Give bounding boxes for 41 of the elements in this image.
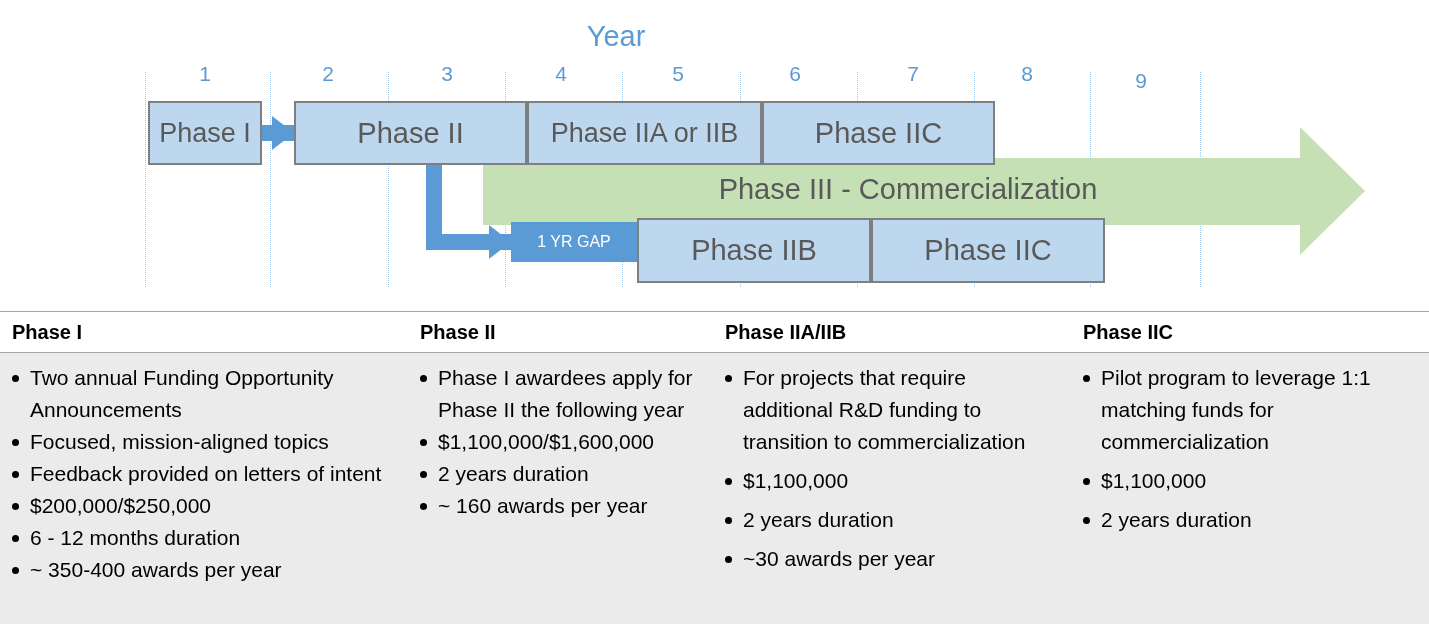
bullet-item: $200,000/$250,000	[10, 490, 382, 522]
bullet-item: Phase I awardees apply for Phase II the following year	[418, 362, 698, 426]
year-number: 8	[1021, 62, 1033, 86]
year-number: 9	[1135, 69, 1147, 93]
bullet-item: $1,100,000	[1081, 465, 1421, 497]
bullet-item: ~ 160 awards per year	[418, 490, 698, 522]
year-number: 5	[672, 62, 684, 86]
year-number: 3	[441, 62, 453, 86]
bullet-item: Two annual Funding Opportunity Announcements	[10, 362, 382, 426]
column-heading: Phase IIA/IIB	[725, 321, 847, 344]
bullet-item: ~30 awards per year	[723, 543, 1043, 575]
year-number: 7	[907, 62, 919, 86]
bullet-item: ~ 350-400 awards per year	[10, 554, 382, 586]
gap-box: 1 YR GAP	[511, 222, 637, 262]
bullet-item: Focused, mission-aligned topics	[10, 426, 382, 458]
year-number: 2	[322, 62, 334, 86]
column-heading: Phase I	[12, 321, 83, 344]
bullet-item: $1,100,000	[723, 465, 1043, 497]
arrow	[426, 165, 511, 259]
year-number: 1	[199, 62, 211, 86]
column-heading: Phase IIC	[1083, 321, 1174, 344]
bullet-item: 2 years duration	[1081, 504, 1421, 536]
arrow	[262, 116, 294, 150]
column-heading: Phase II	[420, 321, 496, 344]
phase-box: Phase IIC	[762, 101, 995, 165]
phase-box: Phase IIB	[637, 218, 871, 283]
bullet-item: Pilot program to leverage 1:1 matching funds for commercialization	[1081, 362, 1421, 458]
phase-box: Phase I	[148, 101, 262, 165]
bullet-item: $1,100,000/$1,600,000	[418, 426, 698, 458]
phase-box: Phase IIC	[871, 218, 1105, 283]
phase-box: Phase IIA or IIB	[527, 101, 762, 165]
bullet-item: For projects that require additional R&D funding to transition to commercialization	[723, 362, 1043, 458]
bullet-item: 2 years duration	[418, 458, 698, 490]
bullet-item: 6 - 12 months duration	[10, 522, 382, 554]
year-number: 4	[555, 62, 567, 86]
band-label: Phase III - Commercialization	[717, 173, 1099, 206]
year-number: 6	[789, 62, 801, 86]
bullet-item: Feedback provided on letters of intent	[10, 458, 382, 490]
axis-title: Year	[586, 20, 646, 53]
bullet-item: 2 years duration	[723, 504, 1043, 536]
phase-box: Phase II	[294, 101, 527, 165]
